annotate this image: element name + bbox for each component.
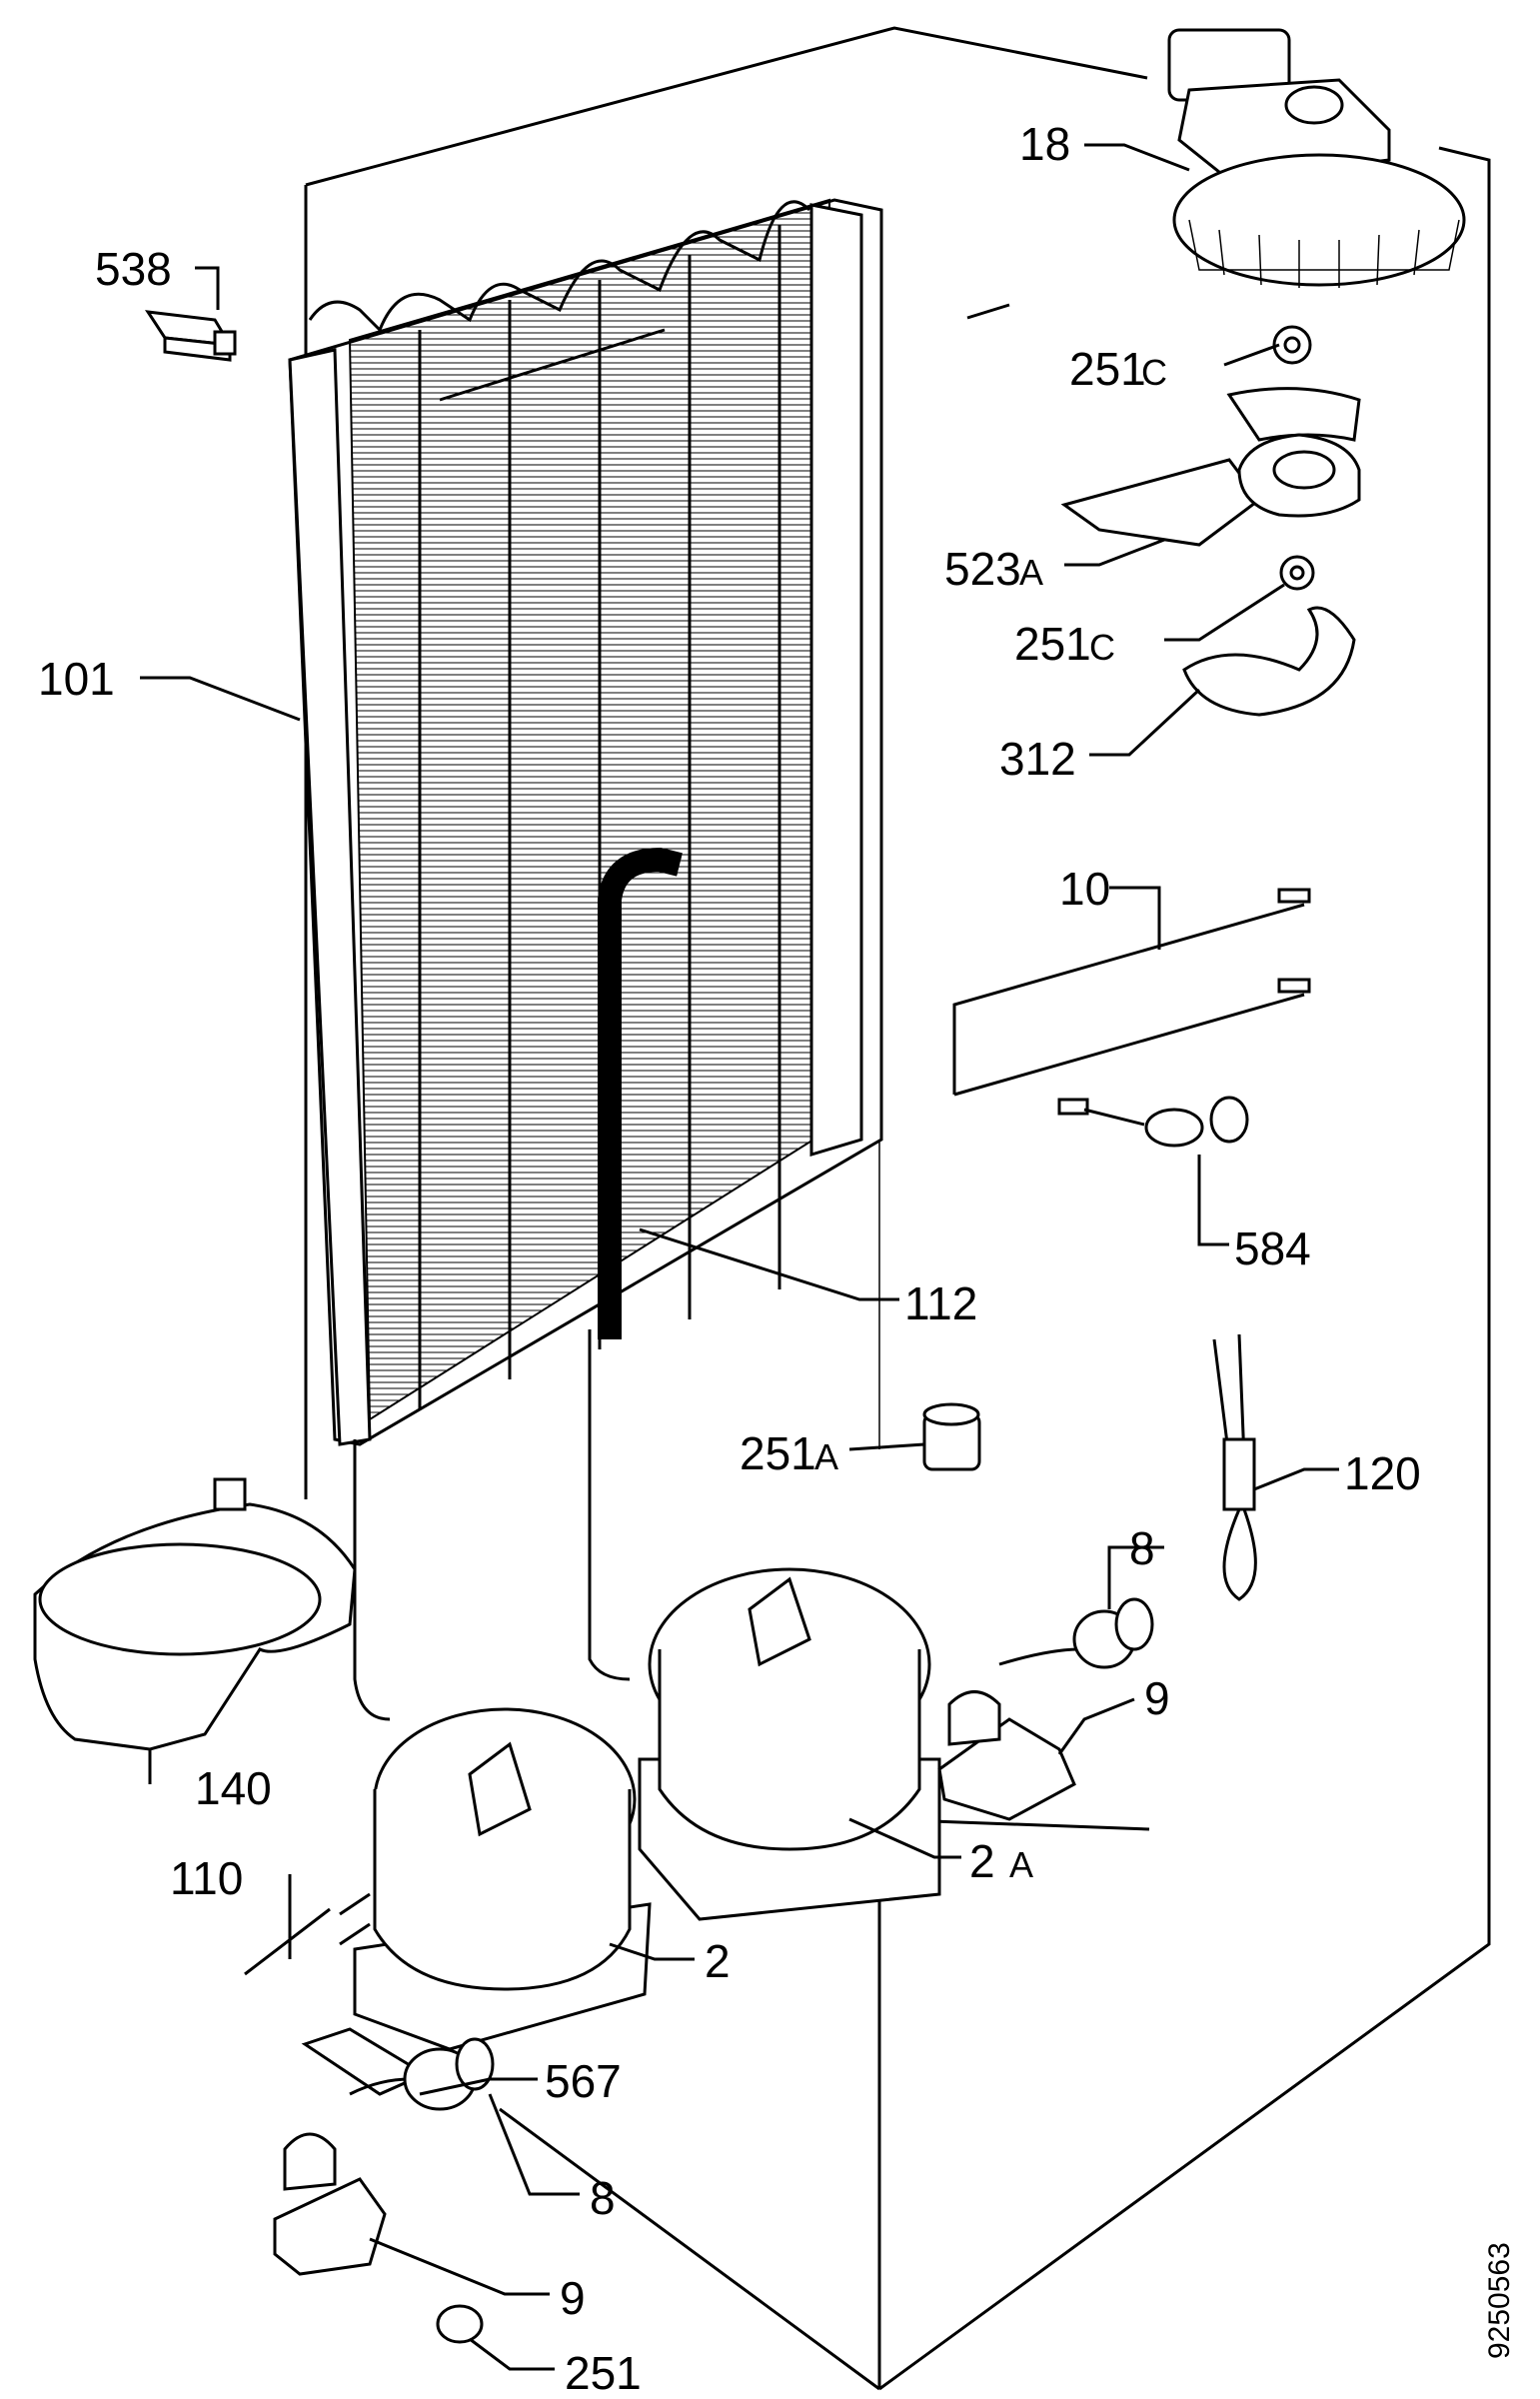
cover-part (1182, 606, 1356, 717)
connector-part (144, 310, 237, 362)
label-523a: 523 (944, 543, 1021, 595)
label-2: 2 (705, 1935, 731, 1987)
label-8-bottom: 8 (590, 2172, 616, 2224)
clamp-part-bottom (273, 2132, 387, 2276)
label-10: 10 (1059, 863, 1110, 915)
leader-lines (140, 143, 1339, 2371)
grommet-part (436, 2304, 484, 2344)
relay-part-top (998, 1597, 1154, 1669)
label-251a-suffix: A (814, 1436, 838, 1477)
document-number: 9250563 (1483, 2242, 1516, 2359)
label-2a-suffix: A (1009, 1844, 1033, 1885)
label-538: 538 (95, 243, 172, 295)
compressor-part-2 (353, 1707, 652, 2051)
label-112: 112 (904, 1277, 977, 1329)
heater-wire-part (952, 888, 1311, 1097)
label-312: 312 (999, 733, 1076, 785)
compressor-part-2a (638, 1567, 941, 1921)
sleeve-part (922, 1402, 981, 1471)
part-labels: 18 538 251 C 523 A 251 C 101 312 10 584 … (38, 118, 1421, 2399)
bracket-part (1060, 387, 1361, 547)
label-567: 567 (545, 2055, 622, 2107)
fuse-part (1212, 1333, 1257, 1601)
label-584: 584 (1234, 1222, 1311, 1274)
label-251c-bottom: 251 (1014, 618, 1091, 670)
label-251c-bottom-suffix: C (1089, 627, 1115, 668)
clamp-part-top (937, 1690, 1076, 1821)
sensor-lead-part (1057, 1096, 1249, 1148)
label-110: 110 (170, 1852, 243, 1904)
label-101: 101 (38, 653, 115, 705)
label-2a: 2 (969, 1835, 995, 1887)
nut-part-bottom (1279, 555, 1315, 591)
label-251a: 251 (740, 1427, 816, 1479)
label-251c-top-suffix: C (1141, 352, 1167, 393)
label-9-bottom: 9 (560, 2272, 586, 2324)
label-140: 140 (195, 1762, 272, 1814)
label-18: 18 (1019, 118, 1070, 170)
drip-tray-part (33, 1477, 357, 1751)
label-251c-top: 251 (1069, 343, 1146, 395)
nut-part-top (1272, 325, 1312, 365)
label-251: 251 (565, 2347, 642, 2399)
condenser-part (288, 198, 883, 1446)
pipes (353, 1329, 631, 1721)
dryer-part (598, 847, 683, 1339)
label-120: 120 (1344, 1447, 1421, 1499)
pipe-stubs-part (244, 1892, 371, 1976)
fan-motor-part (1167, 28, 1466, 288)
label-523a-suffix: A (1019, 552, 1043, 593)
label-8-top: 8 (1129, 1522, 1155, 1574)
label-9-top: 9 (1144, 1672, 1170, 1724)
